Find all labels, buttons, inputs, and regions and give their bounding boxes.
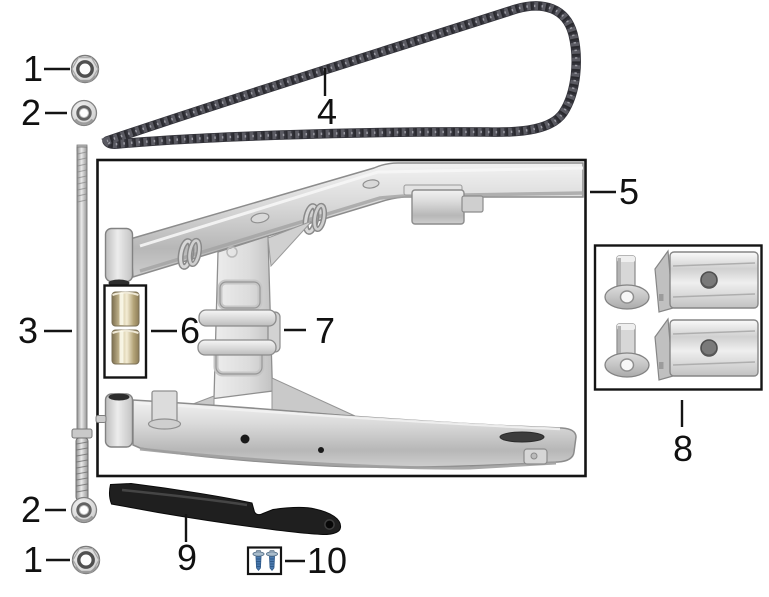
callout-2-top: 2 [20, 92, 42, 133]
callout-7: 7 [314, 310, 336, 351]
callout-9: 9 [176, 537, 198, 578]
washer-bottom [70, 496, 98, 524]
slider-screws [246, 546, 283, 576]
callout-4: 4 [316, 91, 338, 132]
flange-nut-bottom [70, 544, 102, 576]
chain-guide-hook [304, 205, 326, 233]
flange-nut-top [69, 53, 101, 85]
callout-10: 10 [306, 540, 348, 581]
callout-8: 8 [672, 428, 694, 469]
callout-1-bottom: 1 [22, 539, 44, 580]
callout-3: 3 [17, 310, 39, 351]
axle-slot [499, 431, 545, 443]
callout-5: 5 [618, 171, 640, 212]
pivot-boss-bottom [104, 393, 134, 448]
pivot-bushings [103, 284, 148, 379]
pivot-boss-top [104, 227, 134, 283]
washer-top [70, 99, 98, 127]
drive-chain [107, 6, 576, 144]
swingarm [95, 162, 584, 470]
chain-guide-hook [179, 240, 201, 268]
center-brace [197, 279, 281, 377]
pivot-bolt [71, 144, 93, 501]
chain-slider [108, 482, 342, 536]
callout-1-top: 1 [22, 48, 44, 89]
callout-2-bottom: 2 [20, 489, 42, 530]
callout-6: 6 [179, 310, 201, 351]
caliper-bracket [411, 189, 465, 225]
chain-adjusters [593, 244, 763, 391]
leader-lines [44, 67, 684, 563]
brake-stay-bracket [151, 390, 178, 424]
